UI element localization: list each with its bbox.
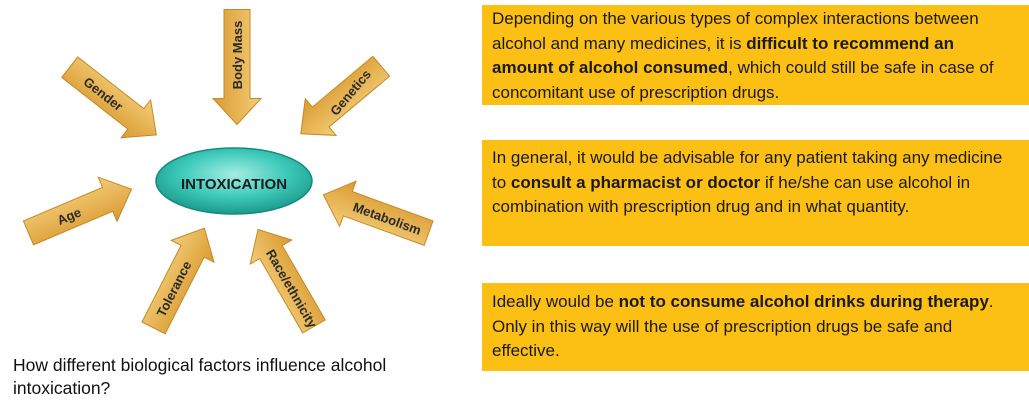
info-box-2-bold: consult a pharmacist or doctor (510, 172, 761, 192)
factor-arrow-body-mass: Body Mass (211, 9, 263, 126)
factor-label: Body Mass (230, 21, 245, 90)
info-box-1-text: Depending on the various types of comple… (492, 9, 979, 53)
factor-arrow-race-ethnicity: Race/ethnicity (249, 228, 326, 334)
intoxication-label: INTOXICATION (181, 176, 287, 193)
info-box-1-bold: difficult to recommend an amount of alco… (492, 33, 954, 78)
diagram-caption: How different biological factors influen… (13, 355, 387, 398)
info-box-3-text-end: . Only in this way will the use of presc… (492, 292, 994, 360)
factor-arrow-metabolism: Metabolism (322, 180, 434, 247)
factor-arrow-gender: Gender (60, 56, 157, 139)
factors-diagram: Body Mass GeneticsMetabolismRace/ethnicit… (22, 9, 434, 335)
info-box-1: Depending on the various types of comple… (482, 5, 1029, 105)
info-box-3-bold: not to consume alcohol drinks during the… (618, 292, 989, 311)
info-box-2-text-end: if he/she can use alcohol in combination… (492, 172, 971, 217)
factor-arrow-tolerance: Tolerance (141, 227, 215, 335)
info-box-3-text: Ideally would be (492, 292, 619, 311)
info-box-3: Ideally would be not to consume alcohol … (482, 283, 1029, 371)
info-box-2: In general, it would be advisable for an… (482, 140, 1029, 246)
info-box-1-text-end: , which could still be safe in case of c… (492, 58, 994, 102)
factor-arrow-genetics: Genetics (300, 55, 391, 136)
factor-arrow-age: Age (22, 176, 133, 246)
factor-label: Race/ethnicity (263, 247, 320, 332)
intoxication-ellipse: INTOXICATION (155, 147, 313, 215)
info-box-2-text: In general, it would be advisable for an… (492, 148, 1003, 192)
